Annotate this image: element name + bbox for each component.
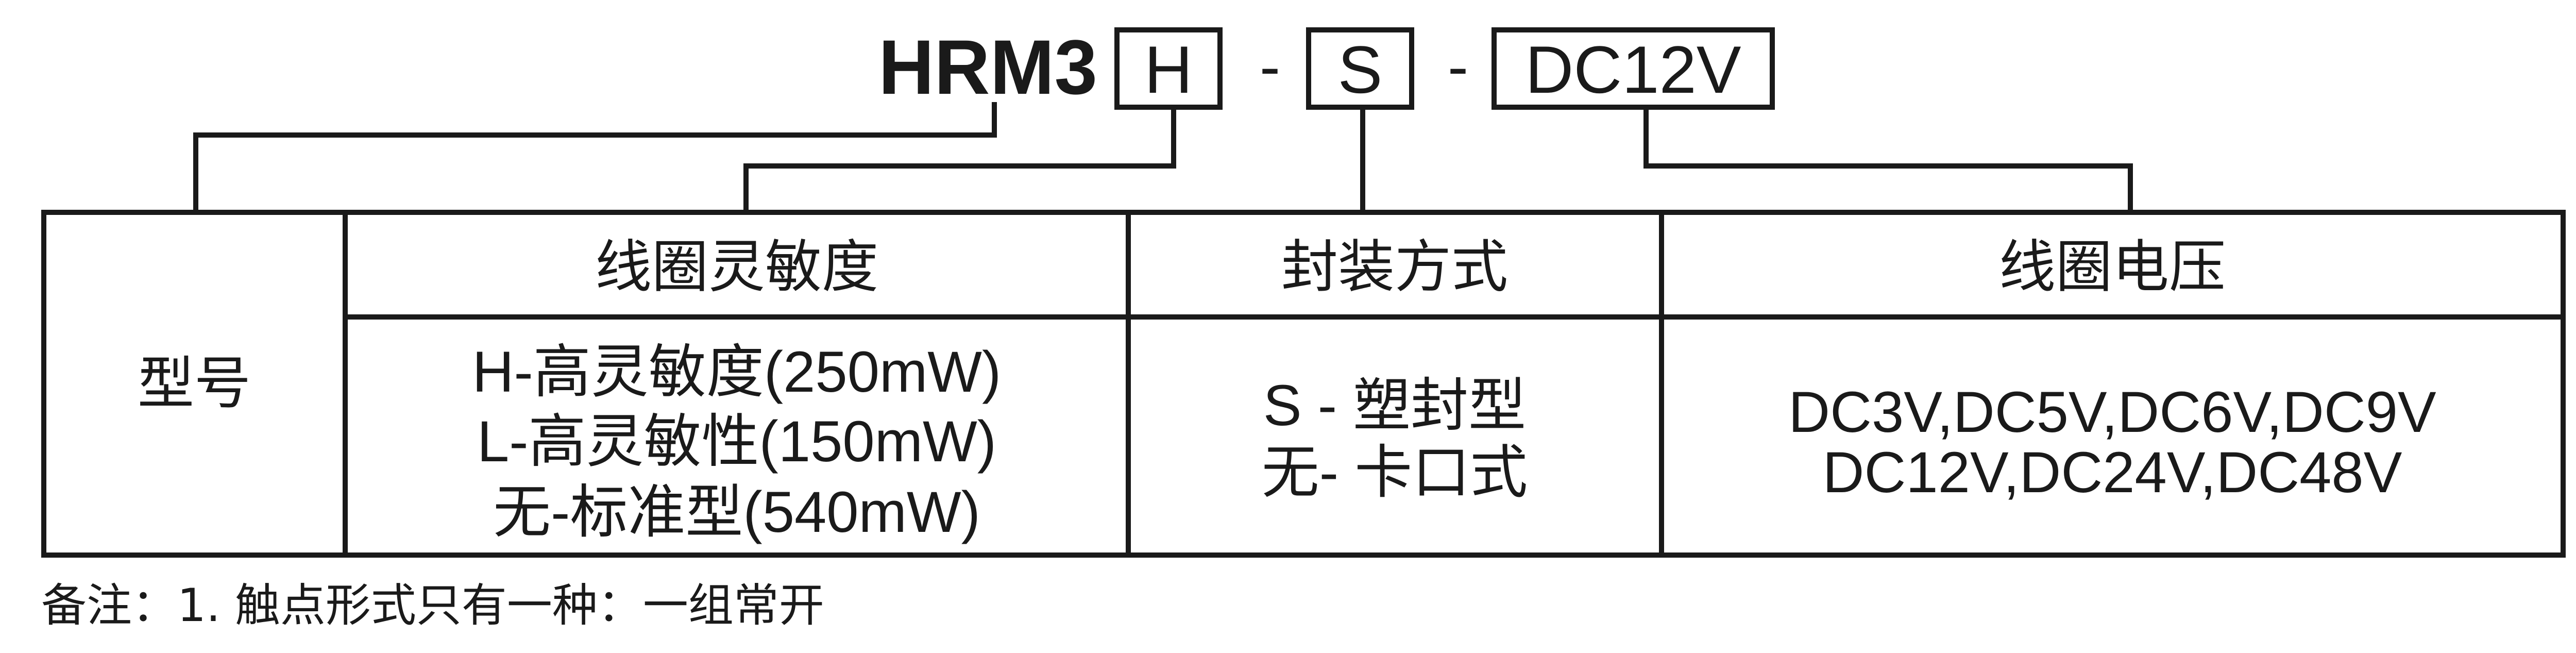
code-box-voltage-text: DC12V — [1525, 32, 1741, 107]
header-package: 封装方式 — [1281, 234, 1508, 300]
voltage-options-line-1: DC3V,DC5V,DC6V,DC9V — [1788, 380, 2436, 444]
model-prefix: HRM3 — [878, 24, 1097, 110]
connector-sensitivity — [743, 107, 1176, 212]
voltage-options-line-2: DC12V,DC24V,DC48V — [1823, 440, 2402, 505]
sensitivity-option-standard: 无-标准型(540mW) — [493, 480, 980, 544]
spec-table-border — [41, 210, 2566, 558]
sensitivity-option-low: L-高灵敏性(150mW) — [477, 409, 996, 474]
header-sensitivity: 线圈灵敏度 — [595, 234, 878, 300]
header-voltage: 线圈电压 — [1999, 234, 2226, 300]
package-option-bayonet: 无- 卡口式 — [1262, 440, 1528, 505]
code-box-sensitivity — [1114, 27, 1223, 110]
connector-voltage — [1643, 107, 2133, 212]
code-box-sensitivity-text: H — [1144, 32, 1193, 107]
code-box-package-text: S — [1338, 32, 1383, 107]
footnote: 备注：1. 触点形式只有一种：一组常开 — [41, 579, 824, 632]
separator-2: - — [1448, 32, 1468, 101]
separator-1: - — [1260, 32, 1280, 101]
code-box-voltage — [1492, 27, 1775, 110]
model-label: 型号 — [138, 350, 251, 416]
package-option-sealed: S - 塑封型 — [1263, 373, 1526, 438]
connector-model — [193, 102, 997, 212]
sensitivity-option-high: H-高灵敏度(250mW) — [472, 340, 1002, 404]
